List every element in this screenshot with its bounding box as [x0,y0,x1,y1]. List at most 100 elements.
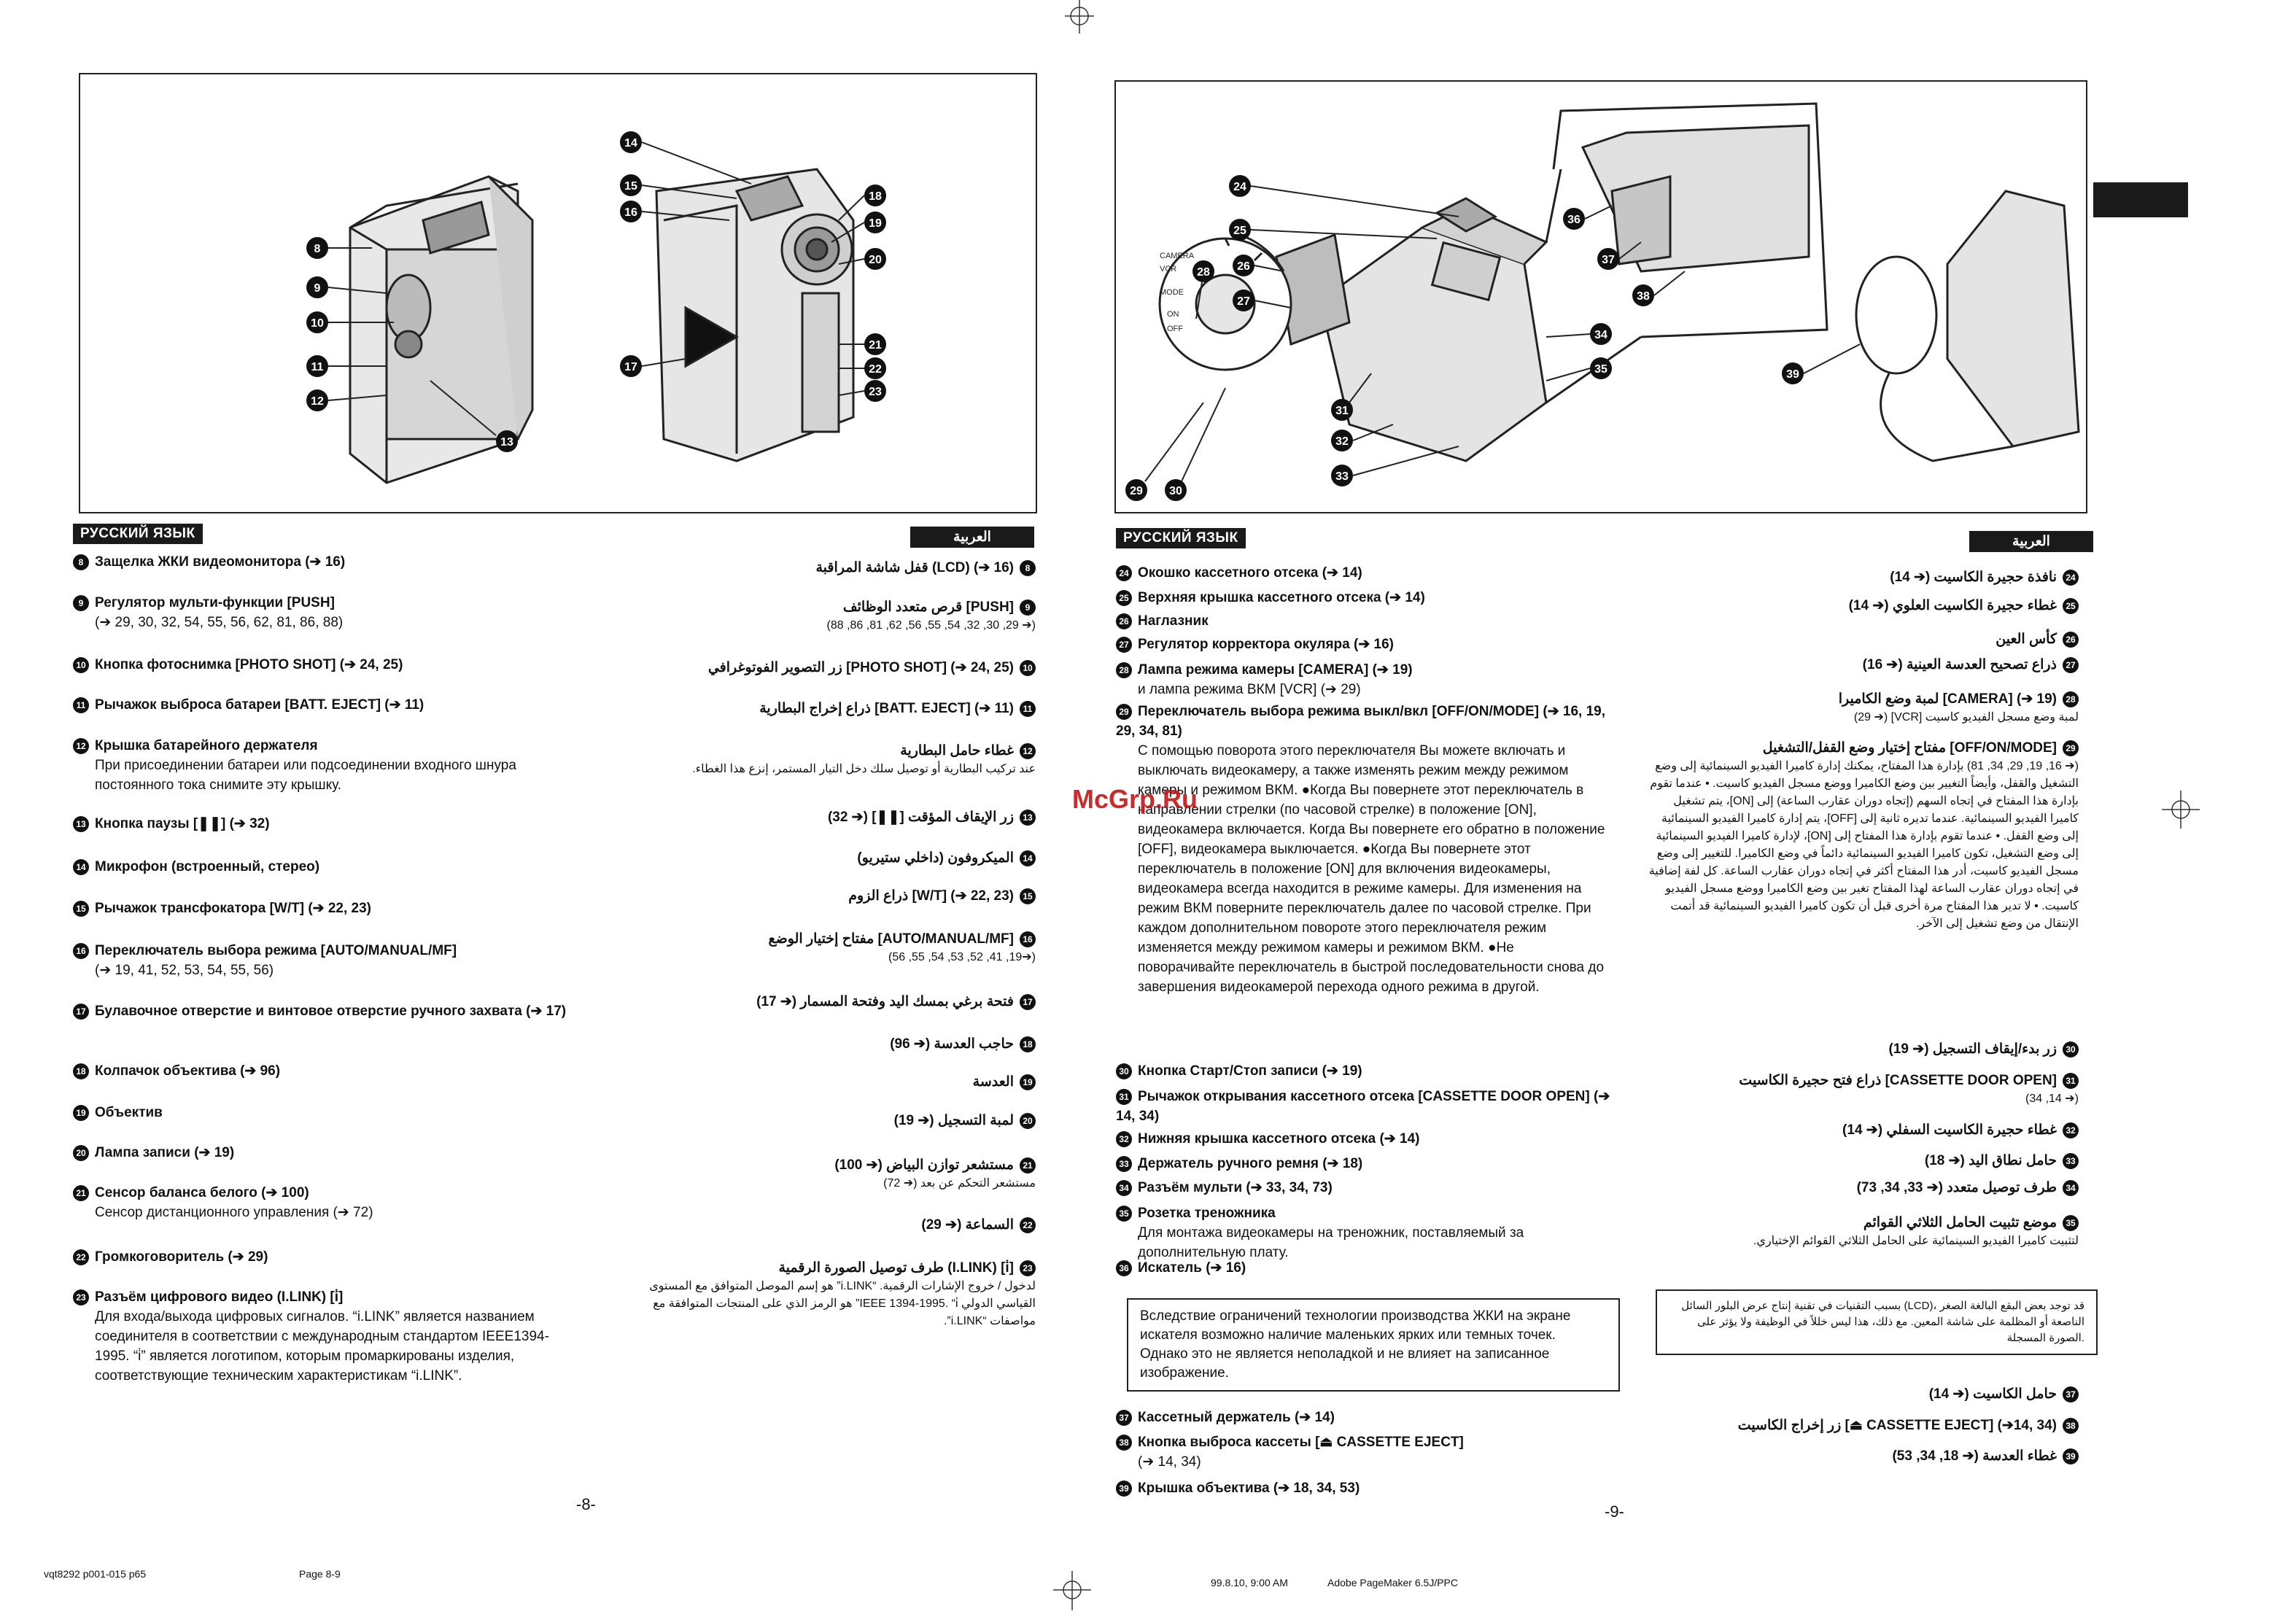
item-number-badge: 17 [73,1004,89,1020]
callout-32: 32 [1331,424,1394,451]
item-description: لدخول / خروج الإشارات الرقمية. “i.LINK” … [649,1280,1036,1327]
item-number-badge: 38 [2063,1418,2079,1434]
right-ar-item-title: طرف توصيل متعدد (➔ 33, 34, 73)34 [1648,1178,2079,1198]
item-title-text: حامل نطاق اليد (➔ 18) [1924,1153,2057,1168]
item-number-badge: 9 [1020,600,1036,616]
svg-text:32: 32 [1335,435,1349,448]
left-ar-item-18: حاجب العدسة (➔ 96)18 [620,1034,1036,1054]
item-title-text: قرص متعدد الوظائف [PUSH] [842,600,1014,615]
item-title-text: زر بدء/إيقاف التسجيل (➔ 19) [1888,1041,2057,1057]
section-tab [2093,182,2188,217]
item-title-text: مستشعر توازن البياض (➔ 100) [834,1157,1014,1173]
item-title-text: Регулятор мульти-функции [PUSH] [95,595,335,610]
item-title-text: Кассетный держатель (➔ 14) [1138,1410,1335,1425]
item-number-badge: 30 [2063,1041,2079,1058]
right-ar-item-25: غطاء حجيرة الكاسيت العلوي (➔ 14)25 [1648,596,2079,616]
callout-13: 13 [430,380,518,452]
item-number-badge: 8 [1020,560,1036,576]
right-ar-item-24: نافذة حجيرة الكاسيت (➔ 14)24 [1648,567,2079,587]
callout-9: 9 [306,276,387,298]
svg-text:8: 8 [314,243,321,255]
item-description: Для монтажа видеокамеры на треножник, по… [1138,1225,1524,1260]
item-title-text: Наглазник [1138,613,1209,629]
item-title-text: نافذة حجيرة الكاسيت (➔ 14) [1890,570,2057,585]
item-title-text: حاجب العدسة (➔ 96) [890,1036,1014,1052]
right-ar-item-29: مفتاح إختيار وضع القفل/التشغيل [OFF/ON/M… [1648,738,2079,933]
item-description: и лампа режима ВКМ [VCR] (➔ 29) [1138,682,1361,697]
left-ar-item-title: لمبة التسجيل (➔ 19)20 [620,1111,1036,1130]
left-ar-item-title: مفتاح إختيار الوضع [AUTO/MANUAL/MF]16 [620,929,1036,949]
svg-text:26: 26 [1237,260,1250,273]
item-number-badge: 12 [1020,743,1036,759]
svg-text:16: 16 [624,206,637,219]
svg-text:36: 36 [1567,214,1581,226]
item-description: (➔ 29, 30, 32, 54, 55, 56, 62, 81, 86, 8… [95,615,344,630]
callout-10: 10 [306,311,394,333]
item-number-badge: 8 [73,554,89,570]
left-ar-item-title: حاجب العدسة (➔ 96)18 [620,1034,1036,1054]
item-number-badge: 21 [73,1185,89,1201]
svg-text:39: 39 [1786,368,1799,381]
item-number-badge: 35 [2063,1215,2079,1231]
right-ar2-item-title: حامل الكاسيت (➔ 14)37 [1648,1384,2079,1404]
callout-29: 29 [1125,402,1204,501]
left-ar-item-8: قفل شاشة المراقبة (LCD) (➔ 16)8 [620,558,1036,578]
callout-21: 21 [839,333,886,355]
item-title-text: Лампа записи (➔ 19) [95,1145,235,1160]
callout-20: 20 [838,248,886,270]
item-description: С помощью поворота этого переключателя В… [1138,743,1605,995]
item-title-text: فتحة برغي بمسك اليد وفتحة المسمار (➔ 17) [756,994,1014,1009]
callout-35: 35 [1545,357,1612,381]
item-title-text: Верхняя крышка кассетного отсека (➔ 14) [1138,590,1425,605]
callout-16: 16 [620,201,730,222]
item-title-text: ذراع تصحيح العدسة العينية (➔ 16) [1862,657,2057,672]
item-title-text: Разъём цифрового видео (I.LINK) [i̇] [95,1289,344,1305]
right-ar-item-30: زر بدء/إيقاف التسجيل (➔ 19) 30 [1648,1039,2079,1059]
item-number-badge: 34 [1116,1180,1132,1196]
footer-app: Adobe PageMaker 6.5J/PPC [1327,1577,1458,1588]
arabic-label-right: العربية [1969,531,2093,552]
item-title-text: Разъём мульти (➔ 33, 34, 73) [1138,1180,1333,1195]
item-number-badge: 11 [73,697,89,713]
callout-11: 11 [306,355,387,377]
item-title-text: زر إخراج الكاسيت [⏏ CASSETTE EJECT] (➔14… [1737,1418,2057,1433]
right-ar-item-title: زر بدء/إيقاف التسجيل (➔ 19) 30 [1648,1039,2079,1059]
item-number-badge: 22 [1020,1217,1036,1233]
item-number-badge: 17 [1020,994,1036,1010]
item-title-text: السماعة (➔ 29) [921,1217,1014,1233]
callout-26: 26 [1233,255,1284,276]
svg-text:30: 30 [1169,485,1182,497]
right-ar-item-title: نافذة حجيرة الكاسيت (➔ 14)24 [1648,567,2079,587]
item-title-text: Крышка объектива (➔ 18, 34, 53) [1138,1481,1360,1496]
item-title-text: Держатель ручного ремня (➔ 18) [1138,1156,1363,1171]
item-title-text: زر الإيقاف المؤقت [❚❚] (➔ 32) [827,810,1014,825]
callout-8: 8 [306,237,372,259]
item-description: (➔ 29, 30, 32, 54, 55, 56, 62, 81, 86, 8… [826,619,1036,632]
item-number-badge: 33 [1116,1156,1132,1172]
item-description: مستشعر التحكم عن بعد (➔ 72) [883,1177,1036,1190]
item-number-badge: 35 [1116,1206,1132,1222]
lcd-note: Вследствие ограничений технологии произв… [1127,1298,1620,1392]
left-ar-item-20: لمبة التسجيل (➔ 19)20 [620,1111,1036,1130]
svg-text:19: 19 [869,217,882,230]
item-title-text: الميكروفون (داخلي ستيريو) [857,850,1014,866]
